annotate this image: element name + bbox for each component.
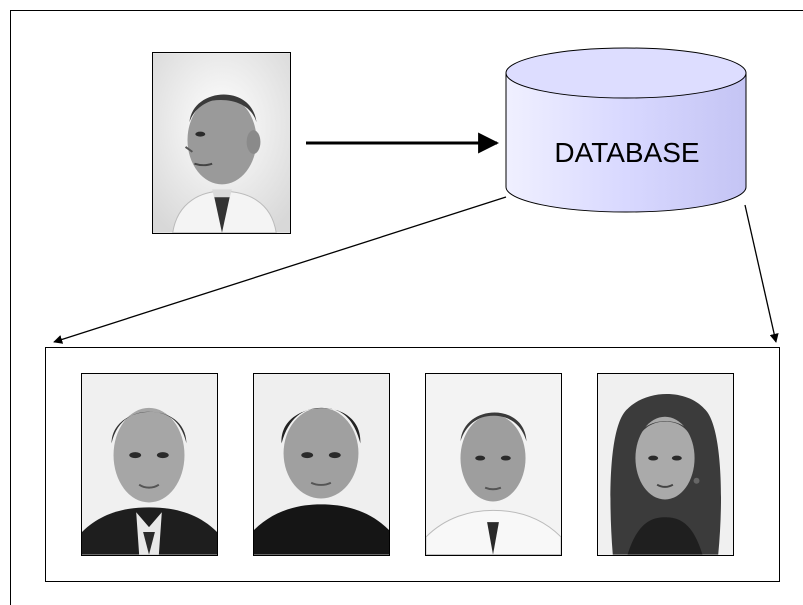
result-face-illustration [254,374,389,555]
database-to-results-left-arrow [53,196,507,344]
result-face-photo [425,373,562,556]
database-label: DATABASE [554,137,699,168]
database-cylinder: DATABASE [505,47,747,213]
result-face-illustration [82,374,217,555]
page-frame [10,10,803,605]
query-face-photo [152,52,291,234]
result-face-illustration [598,374,733,555]
result-face-photo [597,373,734,556]
result-face-photo [81,373,218,556]
database-to-results-right-arrow [744,204,779,343]
result-face-photo [253,373,390,556]
result-face-illustration [426,374,561,555]
query-face-illustration [153,53,290,233]
results-box [45,347,780,582]
